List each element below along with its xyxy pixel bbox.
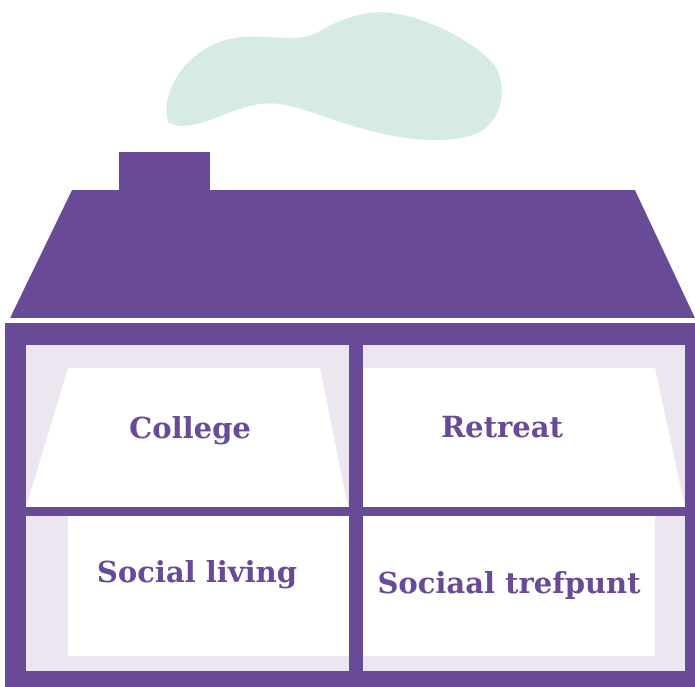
room-label-sociaal-trefpunt: Sociaal trefpunt (377, 566, 641, 600)
room-label-college: College (129, 411, 251, 445)
room-retreat (363, 345, 685, 507)
room-label-retreat: Retreat (441, 410, 563, 444)
room-label-social-living: Social living (97, 555, 297, 589)
room-social-living (26, 516, 349, 671)
room-sociaal-trefpunt (363, 516, 685, 671)
roof (10, 190, 695, 318)
room-college (26, 345, 349, 507)
smoke-cloud (166, 12, 502, 141)
